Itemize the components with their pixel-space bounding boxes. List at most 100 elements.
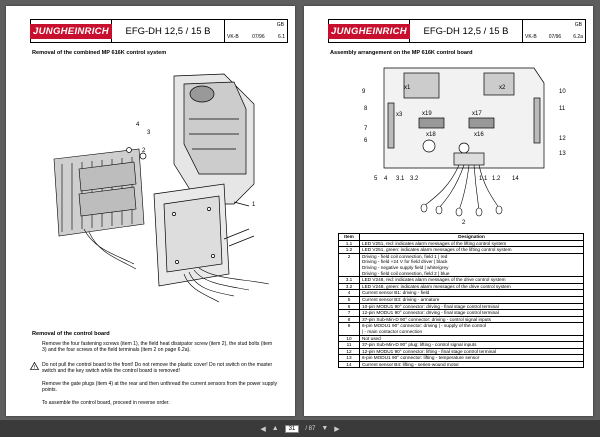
item-cell: 1.1 (338, 239, 360, 248)
svg-text:x19: x19 (422, 111, 432, 117)
item-cell: 11 (338, 341, 360, 349)
svg-text:1.1: 1.1 (479, 176, 488, 182)
brand-logo: JUNGHEINRICH (328, 20, 410, 42)
page-total: / 87 (305, 425, 316, 432)
designation-cell: LED V248, green: indicates alarm message… (359, 282, 584, 291)
designation-cell: Current sensor B3: driving - armature (359, 295, 584, 304)
section-title: Removal of the combined MP 616K control … (32, 50, 167, 56)
svg-text:2: 2 (462, 220, 466, 226)
svg-text:x16: x16 (474, 132, 484, 138)
svg-text:6: 6 (364, 138, 368, 144)
item-cell: 9 (338, 322, 360, 336)
svg-text:x3: x3 (396, 112, 403, 118)
designation-cell: LED V248, red: indicates alarm messages … (359, 276, 584, 284)
up-icon[interactable]: ▲ (271, 425, 279, 432)
svg-text:3.2: 3.2 (410, 176, 419, 182)
item-cell: 4 (338, 289, 360, 297)
svg-text:7: 7 (364, 126, 368, 132)
instruction-paragraph: Remove the gate plugs (item 4) at the re… (42, 381, 278, 394)
svg-text:x1: x1 (404, 85, 411, 91)
item-cell: 2 (338, 252, 360, 278)
item-cell: 13 (338, 354, 360, 362)
section-title: Assembly arrangement on the MP 616K cont… (330, 50, 473, 56)
svg-text:x18: x18 (426, 132, 436, 138)
table-header-item: Item (338, 233, 360, 241)
designation-cell: LED V251, green: indicates alarm message… (359, 246, 584, 254)
svg-text:12: 12 (559, 136, 566, 142)
prev-page-icon[interactable]: ◀ (260, 425, 266, 433)
svg-text:2: 2 (142, 148, 146, 154)
designation-cell: 6-pin MODU1 90° connector: lifting - tem… (359, 354, 584, 362)
next-page-icon[interactable]: ▶ (334, 425, 340, 433)
svg-text:3.1: 3.1 (396, 176, 405, 182)
designation-cell: 6-pin MODU1 90° connector: driving | - s… (359, 322, 584, 336)
svg-text:!: ! (34, 365, 35, 370)
control-board-assembly-figure: 9 10 8 11 7 6 12 13 5 4 3.1 3.2 1.1 1.2 … (362, 67, 566, 226)
svg-text:x17: x17 (472, 111, 482, 117)
item-cell: 3.2 (338, 282, 360, 291)
model-title: EFG-DH 12,5 / 15 B (112, 20, 225, 42)
item-cell: 10 (338, 334, 360, 343)
svg-text:3: 3 (147, 130, 151, 136)
instruction-paragraph: Remove the four fastening screws (item 1… (42, 341, 273, 354)
svg-text:14: 14 (512, 176, 519, 182)
item-cell: 3.1 (338, 276, 360, 284)
instruction-paragraph: To assemble the control board, proceed i… (42, 400, 170, 406)
item-cell: 8 (338, 315, 360, 324)
item-cell: 1.2 (338, 246, 360, 254)
item-cell: 6 (338, 302, 360, 311)
page-number-input[interactable]: 31 (284, 424, 300, 433)
svg-text:10: 10 (559, 89, 566, 95)
svg-text:4: 4 (136, 122, 140, 128)
section-title-control-board: Removal of the control board (32, 331, 110, 337)
warning-text: Do not pull the control board to the fro… (42, 362, 273, 375)
control-board-removal-figure: 4 3 2 1 (53, 73, 270, 303)
designation-cell: 37-pin Sub-Min-D 90° connector: driving … (359, 315, 584, 324)
viewer-toolbar: ◀ ▲ 31 / 87 ▼ ▶ (0, 420, 600, 437)
designation-cell: LED V251, red: indicates alarm messages … (359, 239, 584, 248)
item-cell: 7 (338, 309, 360, 317)
designation-cell: 12-pin MODU1 90° connector: driving - fi… (359, 309, 584, 317)
svg-text:1: 1 (252, 202, 256, 208)
svg-text:x2: x2 (499, 85, 506, 91)
item-cell: 12 (338, 347, 360, 356)
warning-icon: ! (30, 362, 39, 370)
designation-cell: 10-pin MODU1 90° connector: driving - fi… (359, 302, 584, 311)
designation-cell: Current sensor B4: lifting - series-woun… (359, 360, 584, 369)
svg-text:4: 4 (384, 176, 388, 182)
svg-text:13: 13 (559, 151, 566, 157)
svg-text:9: 9 (362, 89, 366, 95)
designation-cell: 12-pin MODU1 90° connector: lifting - fi… (359, 347, 584, 356)
item-cell: 14 (338, 360, 360, 369)
designation-cell: 37-pin Sub-Min-D 90° plug: lifting - con… (359, 341, 584, 349)
svg-text:1.2: 1.2 (492, 176, 501, 182)
svg-text:8: 8 (364, 106, 368, 112)
svg-text:5: 5 (374, 176, 378, 182)
designation-cell: Current sensor B1: driving - field (359, 289, 584, 297)
down-icon[interactable]: ▼ (321, 425, 329, 432)
model-title: EFG-DH 12,5 / 15 B (410, 20, 523, 42)
designation-cell: Driving - field coil connection, field 1… (359, 252, 584, 278)
